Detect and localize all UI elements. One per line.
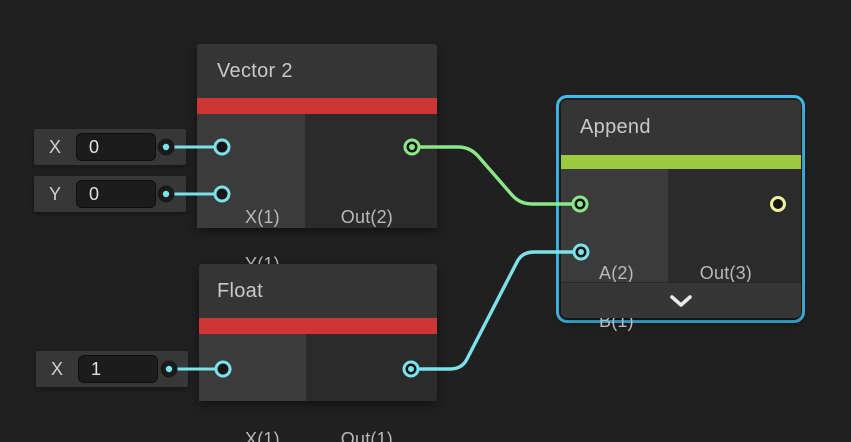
port-append-a[interactable] xyxy=(571,195,589,213)
node-append-header[interactable]: Append xyxy=(561,100,801,155)
widget-float-x: X xyxy=(36,351,188,387)
widget-vector2-y: Y xyxy=(34,176,186,212)
widget-vector2-x-input[interactable] xyxy=(76,133,156,161)
node-float-header[interactable]: Float xyxy=(199,264,437,318)
edge-floatout-to-append-b[interactable] xyxy=(417,250,574,371)
port-label-append-a: A(2) xyxy=(599,263,634,283)
widget-dot-vector2-x[interactable] xyxy=(157,138,175,156)
widget-vector2-x: X xyxy=(34,129,186,165)
node-vector2-input-section xyxy=(197,114,305,228)
node-float-title: Float xyxy=(217,279,263,302)
edge-vector2out-to-append-a[interactable] xyxy=(418,145,574,206)
port-vector2-y[interactable] xyxy=(213,185,231,203)
port-label-append-out: Out(3) xyxy=(699,263,752,283)
widget-dot-vector2-y[interactable] xyxy=(157,185,175,203)
port-append-b[interactable] xyxy=(572,243,590,261)
node-append-output-section xyxy=(668,169,801,283)
node-float[interactable]: Float X(1) Out(1) xyxy=(199,264,437,442)
node-vector2-header[interactable]: Vector 2 xyxy=(197,44,437,98)
port-label-vector2-x: X(1) xyxy=(245,207,280,227)
node-vector2[interactable]: Vector 2 X(1) Y(1) Out(2) xyxy=(197,44,437,274)
port-float-x[interactable] xyxy=(214,360,232,378)
port-label-float-x: X(1) xyxy=(245,429,280,442)
node-append-input-section xyxy=(561,169,668,283)
node-vector2-output-section xyxy=(305,114,437,228)
node-float-type-bar xyxy=(199,318,437,334)
port-label-vector2-out: Out(2) xyxy=(340,207,393,227)
chevron-down-icon xyxy=(670,294,692,307)
node-append-expand-button[interactable] xyxy=(561,282,801,318)
widget-float-x-input[interactable] xyxy=(78,355,158,383)
widget-dot-float-x[interactable] xyxy=(160,360,178,378)
node-vector2-type-bar xyxy=(197,98,437,114)
widget-float-x-label: X xyxy=(50,358,63,379)
node-append[interactable]: Append A(2) B(1) Out(3) xyxy=(561,100,801,331)
widget-vector2-y-label: Y xyxy=(48,183,61,204)
widget-vector2-x-label: X xyxy=(48,136,61,157)
port-vector2-x[interactable] xyxy=(213,138,231,156)
widget-vector2-y-input[interactable] xyxy=(76,180,156,208)
port-append-out[interactable] xyxy=(770,196,786,212)
node-append-type-bar xyxy=(561,155,801,169)
port-vector2-out[interactable] xyxy=(403,138,421,156)
node-vector2-title: Vector 2 xyxy=(217,59,293,82)
port-label-float-out: Out(1) xyxy=(340,429,393,442)
port-float-out[interactable] xyxy=(402,360,420,378)
node-append-title: Append xyxy=(580,116,651,138)
